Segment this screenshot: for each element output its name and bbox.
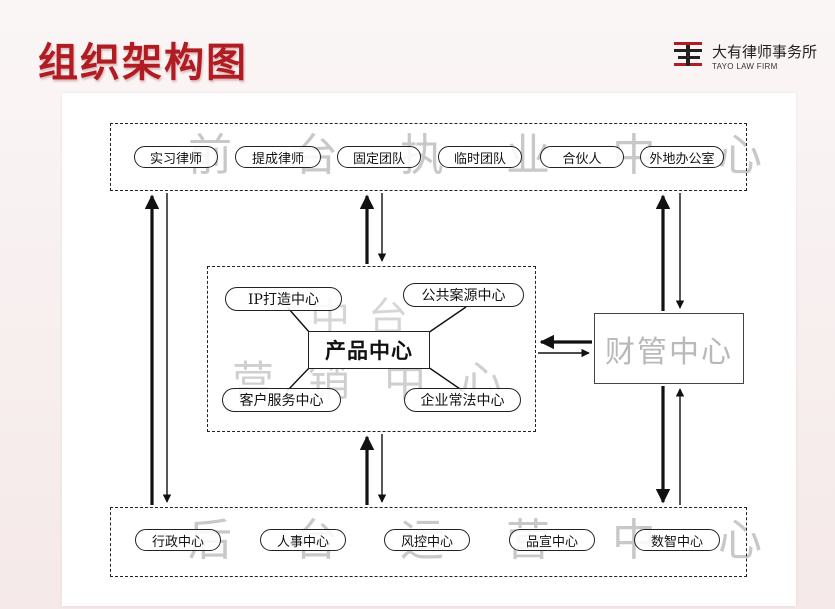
unit-fixed-team: 固定团队	[337, 146, 421, 168]
spoke-enterprise-counsel	[427, 366, 464, 392]
firm-logo-icon	[674, 42, 702, 66]
unit-intern-lawyer: 实习律师	[134, 146, 218, 168]
finance-center-box: 财管中心	[594, 313, 744, 384]
spoke-customer-service	[286, 366, 311, 392]
unit-temporary-team: 临时团队	[438, 146, 522, 168]
firm-logo: 大有律师事务所 TAYO LAW FIRM	[672, 38, 822, 78]
middle-center-frame	[207, 266, 536, 432]
unit-admin-center: 行政中心	[135, 529, 221, 551]
unit-enterprise-counsel-center: 企业常法中心	[404, 388, 521, 412]
firm-name-en: TAYO LAW FIRM	[712, 62, 778, 71]
unit-ip-center: IP打造中心	[225, 287, 342, 311]
unit-digital-center: 数智中心	[634, 529, 720, 551]
page-title: 组织架构图	[38, 40, 248, 86]
spoke-ip	[287, 307, 311, 334]
back-center-frame	[110, 507, 747, 577]
spoke-public-case	[427, 306, 467, 334]
unit-hr-center: 人事中心	[260, 529, 346, 551]
front-center-frame	[110, 123, 747, 191]
unit-remote-office: 外地办公室	[640, 146, 724, 168]
product-center-box: 产品中心	[308, 331, 430, 369]
unit-brand-center: 品宣中心	[509, 529, 595, 551]
unit-public-case-center: 公共案源中心	[403, 283, 524, 307]
firm-name: 大有律师事务所	[712, 43, 818, 61]
unit-commission-lawyer: 提成律师	[235, 146, 321, 168]
unit-customer-service-center: 客户服务中心	[222, 388, 341, 412]
unit-risk-center: 风控中心	[384, 529, 470, 551]
unit-partner: 合伙人	[540, 146, 624, 168]
